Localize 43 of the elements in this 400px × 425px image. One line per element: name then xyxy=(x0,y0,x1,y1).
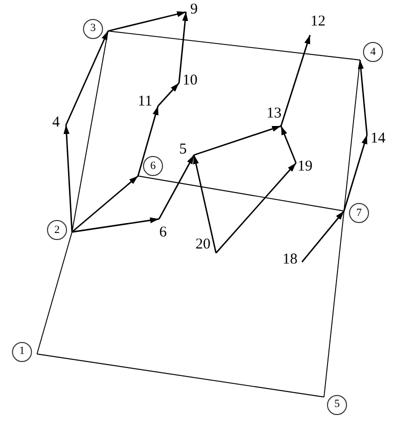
frame-line xyxy=(344,60,360,212)
arrow xyxy=(358,60,368,136)
arrow xyxy=(72,175,138,233)
point-label: 6 xyxy=(158,226,168,240)
point-label: 9 xyxy=(189,2,199,18)
frame-line xyxy=(108,30,360,60)
frame-line xyxy=(72,30,108,232)
arrow xyxy=(215,162,297,254)
point-label: 12 xyxy=(310,14,326,30)
frame-line xyxy=(138,176,344,212)
point-label: 11 xyxy=(136,94,154,110)
arrow xyxy=(280,34,311,126)
vertex-label: 4 xyxy=(363,42,383,62)
arrow xyxy=(178,12,188,84)
frame-line xyxy=(36,354,324,398)
point-label: 13 xyxy=(266,106,282,122)
frame-line xyxy=(36,232,72,354)
point-label: 20 xyxy=(194,238,212,252)
arrow xyxy=(64,124,73,232)
arrow xyxy=(108,11,186,32)
vertex-label: 5 xyxy=(327,394,347,414)
point-label: 4 xyxy=(51,116,61,130)
arrow xyxy=(343,134,368,212)
point-label: 19 xyxy=(296,160,314,174)
arrow xyxy=(65,30,109,126)
point-label: 5 xyxy=(178,142,188,158)
arrow xyxy=(301,210,345,262)
vertex-label: 6 xyxy=(143,156,163,176)
arrow xyxy=(280,126,297,164)
arrow xyxy=(137,106,159,176)
arrow xyxy=(193,154,217,254)
vertex-label: 1 xyxy=(12,342,32,362)
point-label: 14 xyxy=(370,132,386,146)
arrow xyxy=(157,82,180,106)
point-label: 10 xyxy=(182,74,198,88)
arrow xyxy=(158,154,195,220)
vertex-label: 7 xyxy=(349,203,369,223)
arrow xyxy=(194,125,282,156)
frame-line xyxy=(324,210,344,398)
arrow xyxy=(72,217,160,233)
point-label: 18 xyxy=(282,252,298,268)
vertex-label: 3 xyxy=(83,18,103,38)
vertex-label: 2 xyxy=(47,220,67,240)
